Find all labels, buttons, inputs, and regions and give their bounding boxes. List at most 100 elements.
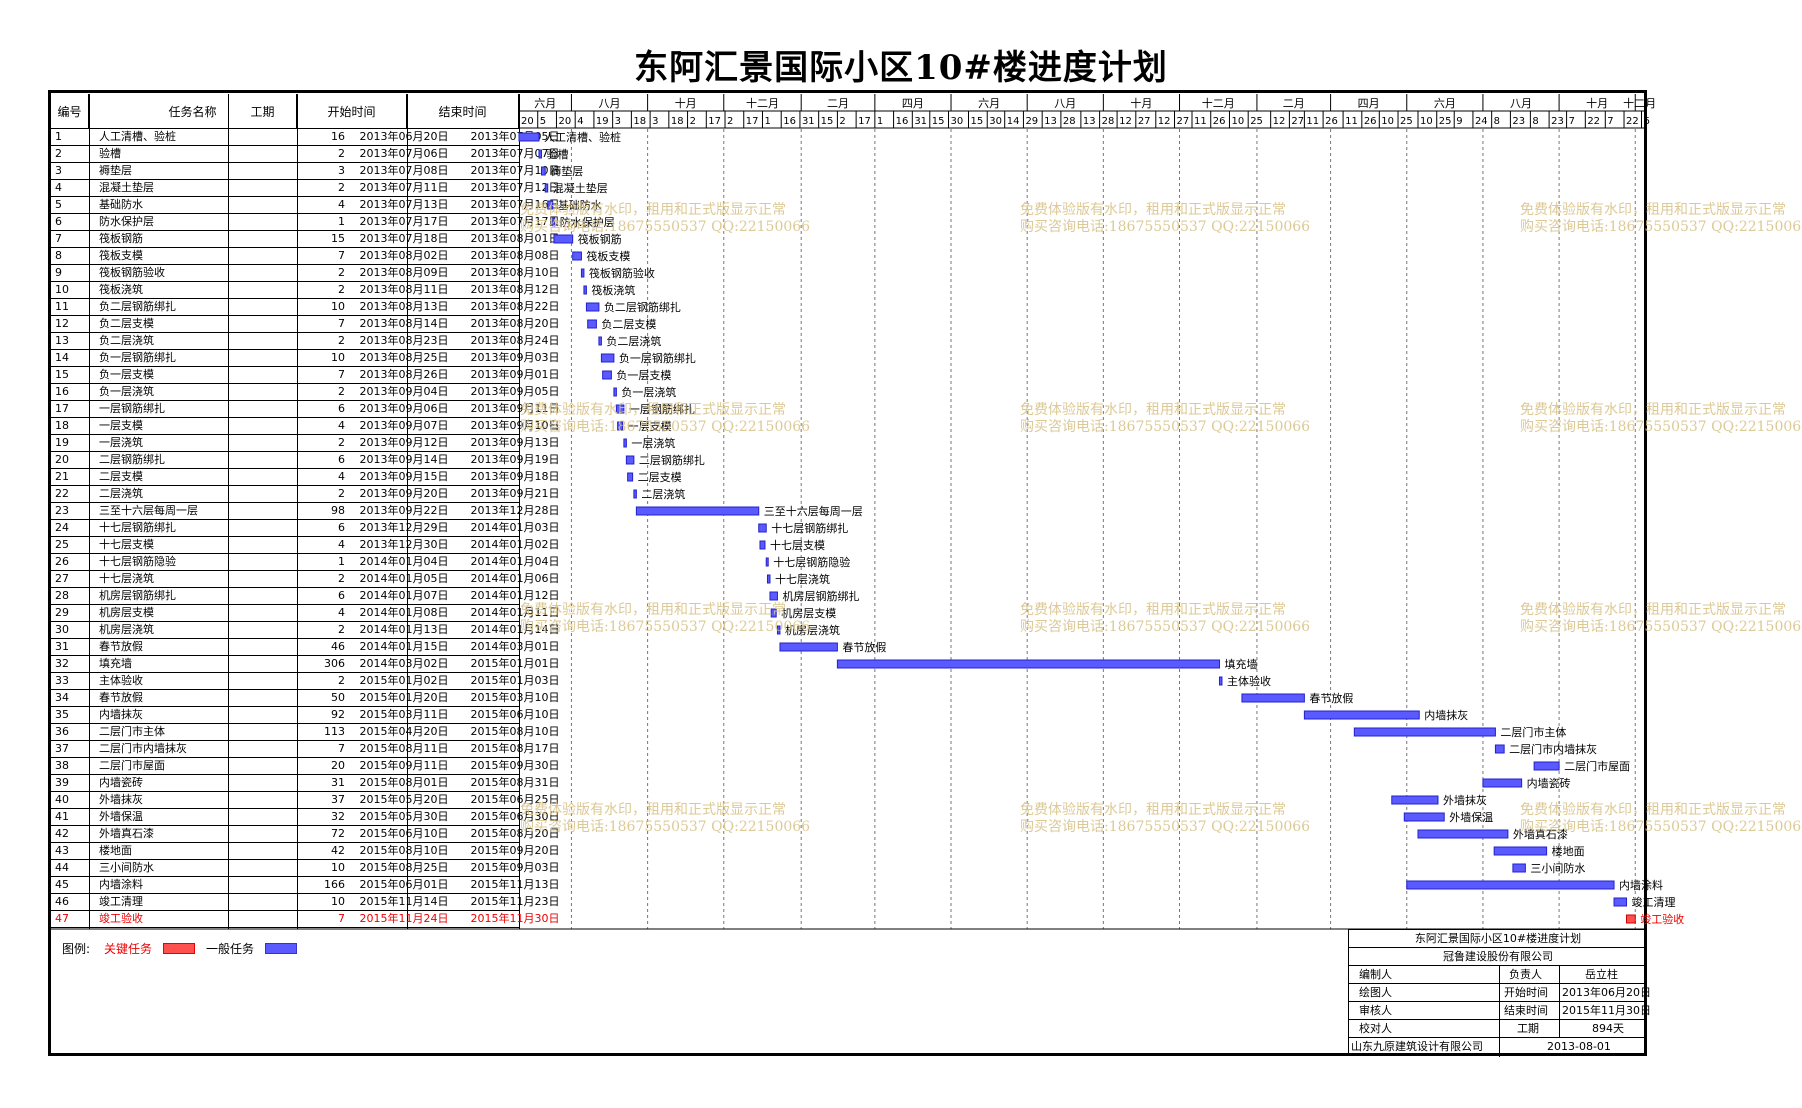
task-bar <box>518 132 540 142</box>
task-id: 24 <box>55 521 69 534</box>
task-start: 2013年09月04日 <box>359 385 449 398</box>
task-start: 2015年03月11日 <box>359 708 449 721</box>
task-duration: 37 <box>331 793 345 806</box>
column-line <box>89 94 90 929</box>
day-label: 11 <box>1306 116 1319 127</box>
task-bar-label: 验槽 <box>546 147 568 161</box>
task-id: 27 <box>55 572 69 585</box>
task-start: 2013年06月20日 <box>359 130 449 143</box>
task-name: 外墙抹灰 <box>99 793 143 806</box>
task-bar <box>1403 812 1445 822</box>
task-id: 10 <box>55 283 69 296</box>
task-bar-label: 十七层钢筋隐验 <box>773 555 850 569</box>
task-end: 2013年07月07日 <box>470 147 560 160</box>
task-id: 40 <box>55 793 69 806</box>
day-label: 8 <box>1532 116 1538 127</box>
day-label: 16 <box>896 116 909 127</box>
task-name: 机房层支模 <box>99 606 154 619</box>
task-end: 2015年11月30日 <box>470 912 560 925</box>
task-bar <box>765 557 769 567</box>
day-label: 19 <box>596 116 609 127</box>
info-duration: 894天 <box>1592 1022 1624 1035</box>
task-bar-label: 楼地面 <box>1552 844 1585 858</box>
day-label: 9 <box>1456 116 1462 127</box>
day-label: 7 <box>1569 116 1575 127</box>
task-end: 2015年08月31日 <box>470 776 560 789</box>
day-label: 1 <box>877 116 883 127</box>
task-name: 内墙抹灰 <box>99 708 143 721</box>
task-end: 2013年07月10日 <box>470 164 560 177</box>
task-start: 2015年08月10日 <box>359 844 449 857</box>
task-name: 负二层支模 <box>99 317 154 330</box>
task-start: 2015年05月20日 <box>359 793 449 806</box>
task-bar-label: 人工清槽、验桩 <box>544 130 621 144</box>
task-id: 45 <box>55 878 69 891</box>
task-bar-label: 主体验收 <box>1227 674 1271 688</box>
task-end: 2014年01月06日 <box>470 572 560 585</box>
task-id: 20 <box>55 453 69 466</box>
task-bar <box>1482 778 1523 788</box>
task-id: 32 <box>55 657 69 670</box>
task-bar-label: 春节放假 <box>842 640 886 654</box>
task-bar-label: 二层浇筑 <box>641 487 685 501</box>
task-duration: 113 <box>324 725 345 738</box>
month-label: 八月 <box>1054 97 1076 110</box>
task-bar-label: 外墙真石漆 <box>1513 827 1568 841</box>
task-bar-label: 基础防水 <box>558 198 602 212</box>
task-start: 2015年01月02日 <box>359 674 449 687</box>
task-id: 9 <box>55 266 62 279</box>
task-id: 4 <box>55 181 62 194</box>
task-bar-label: 负二层支模 <box>601 317 656 331</box>
day-label: 25 <box>1250 116 1263 127</box>
task-start: 2013年07月18日 <box>359 232 449 245</box>
day-label: 4 <box>577 116 583 127</box>
info-start: 2013年06月20日 <box>1562 986 1651 999</box>
